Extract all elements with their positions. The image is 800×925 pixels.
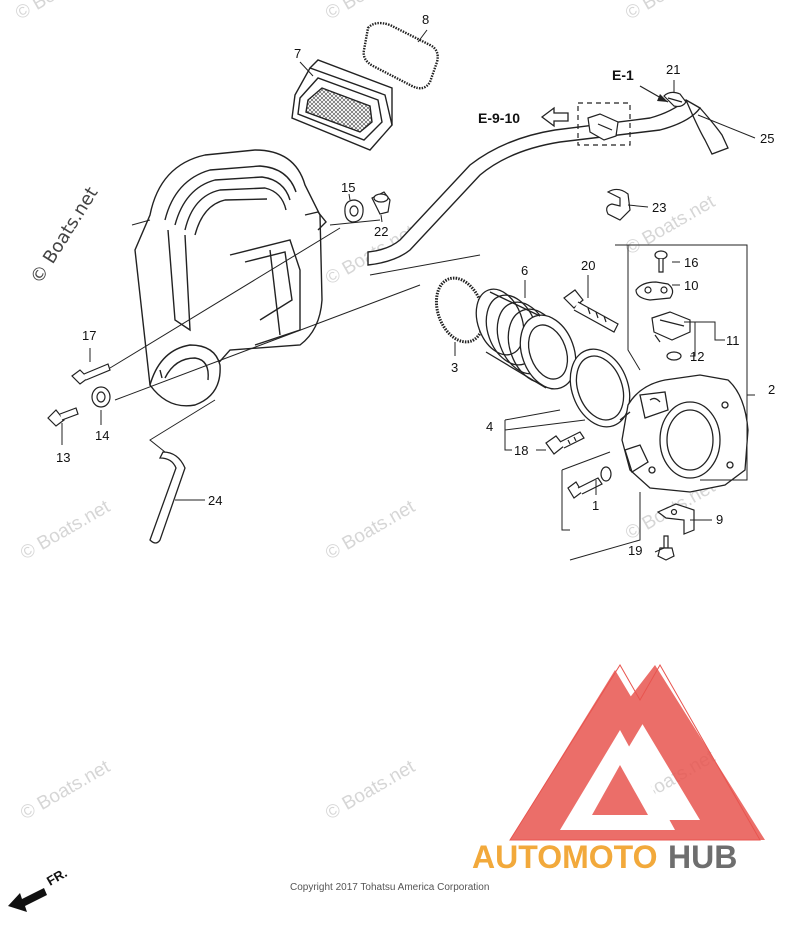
bolt-washer[interactable] [567,466,612,499]
callout-21[interactable]: 21 [666,62,680,77]
bracket[interactable] [656,503,695,535]
ref-label-e910[interactable]: E-9-10 [478,110,520,126]
callout-19[interactable]: 19 [628,543,642,558]
callout-6[interactable]: 6 [521,263,528,278]
watermark: © Boats.net [622,191,719,259]
arrow-icon [8,888,47,912]
clip-group[interactable] [577,102,631,146]
grommet-14[interactable] [91,386,111,408]
automotohub-logo: AUTOMOTO HUB [472,663,765,875]
watermark: © Boats.net [12,0,109,24]
callout-16[interactable]: 16 [684,255,698,270]
logo-text-primary: AUTOMOTO [472,839,657,875]
seal[interactable] [560,341,640,435]
callout-18[interactable]: 18 [514,443,528,458]
callout-15[interactable]: 15 [341,180,355,195]
watermark: © Boats.net [17,756,114,824]
watermark-dark: © Boats.net [26,183,102,287]
callout-13[interactable]: 13 [56,450,70,465]
direction-label: FR. [44,865,70,888]
watermark: © Boats.net [322,496,419,564]
callout-12[interactable]: 12 [690,349,704,364]
gasket[interactable] [362,21,439,90]
callout-7[interactable]: 7 [294,46,301,61]
clamp[interactable] [606,188,631,221]
bolt-13[interactable] [47,407,79,427]
callout-10[interactable]: 10 [684,278,698,293]
collar[interactable] [371,191,391,215]
leader-lines [61,29,756,561]
o-ring[interactable] [666,351,682,361]
ref-label-e1[interactable]: E-1 [612,67,634,83]
callout-14[interactable]: 14 [95,428,109,443]
air-silencer[interactable] [134,149,327,407]
throttle-body[interactable] [619,374,749,493]
ref-arrow-e910[interactable]: E-9-10 [478,106,569,128]
grommet[interactable] [344,199,364,223]
front-direction-indicator: FR. [8,865,70,912]
callout-24[interactable]: 24 [208,493,222,508]
watermark: © Boats.net [322,0,419,24]
callout-2[interactable]: 2 [768,382,775,397]
ref-arrow-e1[interactable]: E-1 [612,67,669,103]
hose-clip[interactable] [663,91,687,108]
drain-tube[interactable] [149,451,186,544]
long-bolt[interactable] [563,289,619,333]
plate[interactable] [635,281,674,301]
sensor[interactable] [651,311,691,343]
callout-4[interactable]: 4 [486,419,493,434]
screw[interactable] [654,250,668,273]
bolt[interactable] [657,535,675,561]
callout-23[interactable]: 23 [652,200,666,215]
flange-bolt[interactable] [545,431,585,455]
watermark: © Boats.net [322,756,419,824]
callout-17[interactable]: 17 [82,328,96,343]
watermark: © Boats.net [17,496,114,564]
callout-20[interactable]: 20 [581,258,595,273]
watermark: © Boats.net [622,0,719,24]
logo-text-secondary: HUB [668,839,737,875]
callout-labels: 8 7 15 22 21 25 23 16 10 11 12 2 20 6 3 … [56,12,775,558]
hose[interactable] [367,99,729,266]
filter-element[interactable] [291,59,393,151]
copyright-text: Copyright 2017 Tohatsu America Corporati… [290,882,489,893]
callout-22[interactable]: 22 [374,224,388,239]
callout-3[interactable]: 3 [451,360,458,375]
callout-9[interactable]: 9 [716,512,723,527]
callout-25[interactable]: 25 [760,131,774,146]
joint-rubber[interactable] [468,283,586,397]
callout-1[interactable]: 1 [592,498,599,513]
screw-17[interactable] [71,363,111,385]
callout-11[interactable]: 11 [726,333,740,348]
callout-8[interactable]: 8 [422,12,429,27]
